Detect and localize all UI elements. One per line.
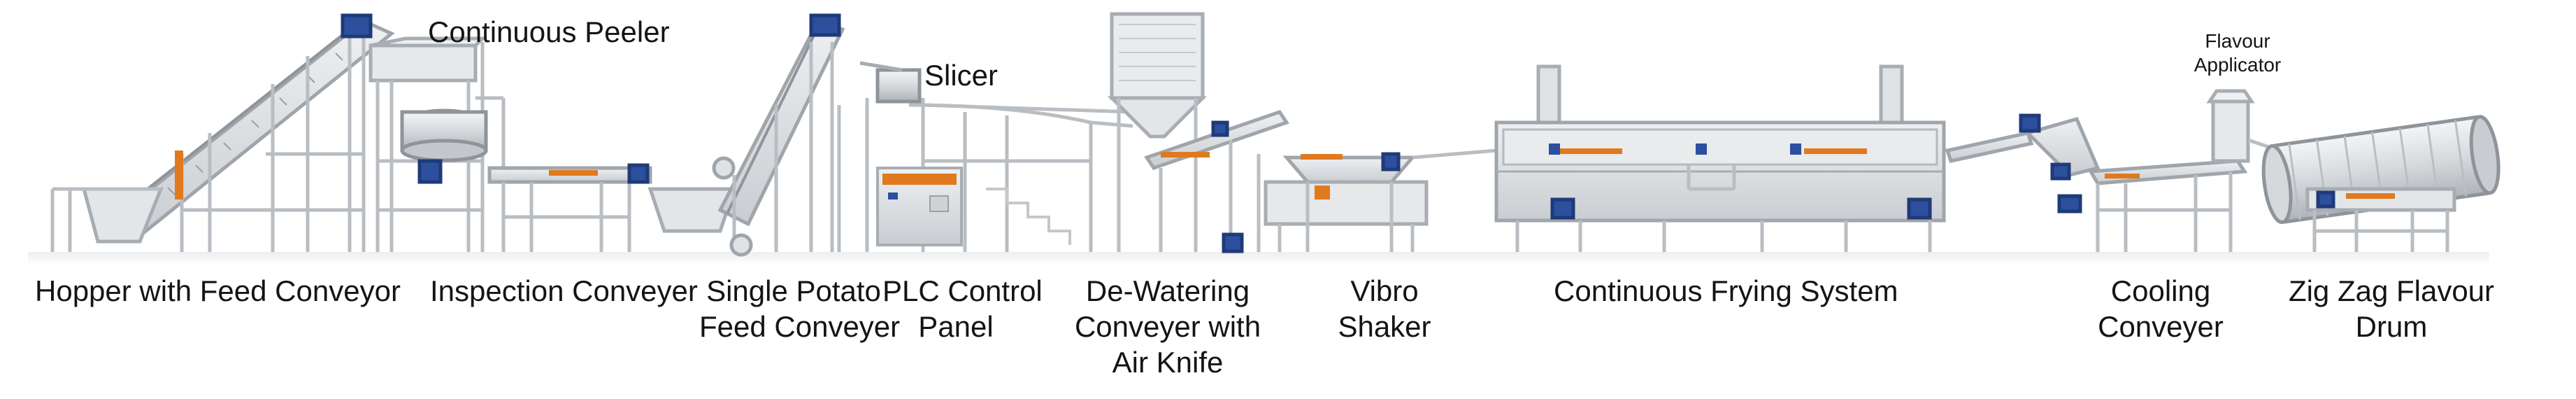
label-flavour-applicator-line2: Applicator	[2194, 54, 2282, 76]
plc-control-panel	[876, 167, 963, 246]
label-dewatering-line1: De-Watering	[1085, 274, 1250, 307]
label-dewatering-line3: Air Knife	[1112, 346, 1224, 379]
slicer	[837, 61, 1133, 252]
hopper-feed-conveyor	[50, 13, 395, 252]
continuous-frying-system	[1494, 64, 1946, 252]
label-plc-control-panel: PLC Control Panel	[882, 273, 1043, 344]
label-zigzag-line2: Drum	[2355, 310, 2428, 344]
label-vibro-shaker: Vibro Shaker	[1332, 273, 1437, 344]
label-inspection-conveyer: Inspection Conveyer	[430, 274, 698, 307]
label-cooling-line2: Conveyer	[2098, 310, 2224, 344]
label-hopper-feed-conveyor: Hopper with Feed Conveyor	[35, 274, 401, 307]
label-continuous-frying-system: Continuous Frying System	[1554, 274, 1898, 307]
label-dewatering-line2: Conveyer with	[1074, 310, 1261, 344]
single-potato-feed-conveyer	[647, 13, 845, 257]
label-vibro-line2: Shaker	[1338, 310, 1431, 344]
continuous-peeler	[368, 36, 506, 252]
label-dewatering-conveyer: De-Watering Conveyer with Air Knife	[1073, 273, 1262, 381]
inspection-conveyer	[487, 163, 652, 252]
label-zigzag-flavour-drum: Zig Zag Flavour Drum	[2276, 273, 2507, 344]
floor-shadow	[28, 252, 2489, 265]
label-plc-line1: PLC Control	[882, 274, 1043, 307]
dewatering-conveyer	[1107, 12, 1289, 253]
label-single-potato-line1: Single Potato	[706, 274, 881, 307]
label-single-potato-feed-conveyer: Single Potato Feed Conveyer	[699, 273, 901, 344]
zigzag-flavour-drum	[2206, 89, 2500, 252]
label-plc-line2: Panel	[918, 310, 994, 344]
label-cooling-line1: Cooling	[2110, 274, 2211, 307]
label-slicer: Slicer	[924, 59, 999, 92]
label-flavour-applicator: Flavour Applicator	[2185, 29, 2290, 77]
cooling-conveyer	[1945, 113, 2248, 252]
label-vibro-line1: Vibro	[1350, 274, 1419, 307]
label-cooling-conveyer: Cooling Conveyer	[2091, 273, 2231, 344]
label-flavour-applicator-line1: Flavour	[2205, 30, 2270, 52]
label-zigzag-line1: Zig Zag Flavour	[2288, 274, 2495, 307]
label-continuous-peeler: Continuous Peeler	[428, 15, 670, 48]
label-single-potato-line2: Feed Conveyer	[699, 310, 901, 344]
vibro-shaker	[1264, 148, 1497, 252]
